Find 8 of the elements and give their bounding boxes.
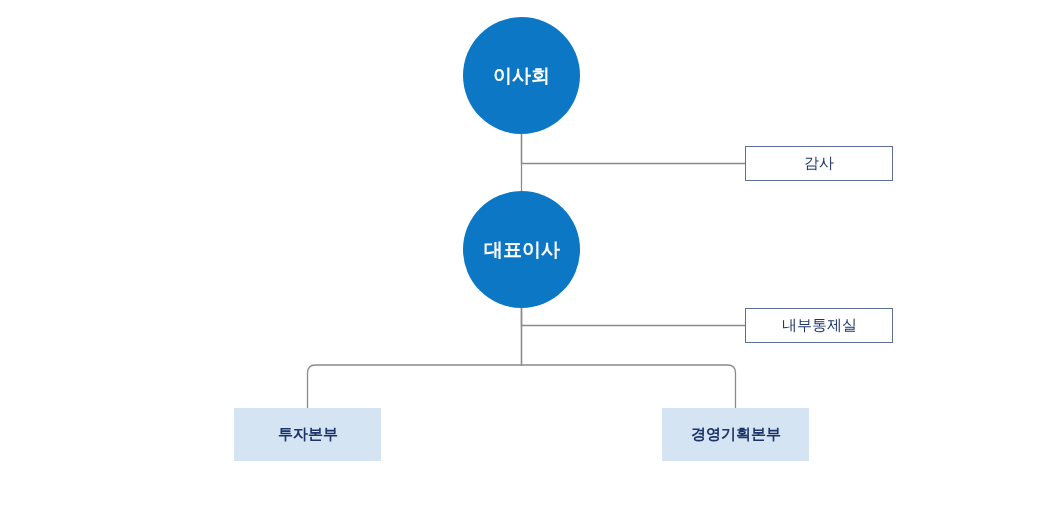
position-circle: 대표이사 <box>463 191 580 308</box>
division-box: 투자본부 <box>234 408 381 461</box>
office-box: 내부통제실 <box>745 308 893 343</box>
position-circle: 이사회 <box>463 17 580 134</box>
division-box: 경영기획본부 <box>662 408 809 461</box>
connector-line <box>520 133 746 165</box>
connector-line <box>520 307 737 409</box>
office-box: 감사 <box>745 146 893 181</box>
